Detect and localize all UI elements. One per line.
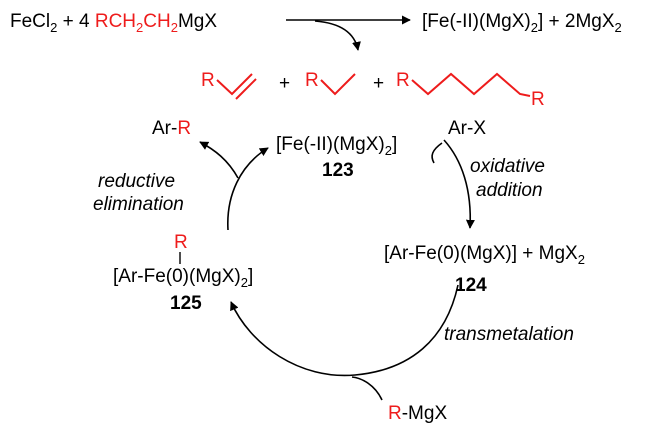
arc-transmetalation	[230, 284, 459, 377]
reductive-text: reductive	[98, 171, 175, 192]
rmgx-entry-line	[351, 376, 383, 401]
arc-oxidative-addition	[443, 139, 475, 229]
byproduct-branch-arrow	[314, 20, 361, 51]
arc-reductive-elimination	[227, 147, 269, 231]
complex-124-label: [Ar-Fe(0)(MgX)] + MgX2	[384, 243, 585, 267]
complex-125-number: 125	[170, 293, 202, 314]
complex-125-r: R	[174, 232, 188, 253]
rmgx-label: R-MgX	[388, 403, 447, 424]
complex-124-number: 124	[455, 275, 487, 296]
byproduct-alkene-r: R	[201, 70, 215, 91]
alkene-double-bond	[235, 78, 257, 100]
transmetalation-text: transmetalation	[444, 324, 574, 345]
alkane-chain	[320, 73, 356, 96]
aryl-halide-label: Ar-X	[448, 118, 486, 139]
complex-125-label: [Ar-Fe(0)(MgX)2]	[113, 266, 253, 290]
byproduct-alkane-r: R	[305, 70, 319, 91]
reaction-reactants: FeCl2 + 4 RCH2CH2MgX	[10, 11, 217, 35]
dimer-chain	[411, 72, 531, 97]
oxidative-text: oxidative	[470, 156, 545, 177]
ar-r-product: Ar-R	[152, 118, 191, 139]
byproduct-plus-2: +	[373, 73, 384, 94]
complex-123-label: [Fe(-II)(MgX)2]	[276, 134, 397, 158]
byproduct-plus-1: +	[279, 73, 290, 94]
complex-123-number: 123	[322, 160, 354, 181]
reaction-products: [Fe(-II)(MgX)2] + 2MgX2	[422, 11, 622, 35]
arx-entry-line	[431, 142, 443, 164]
byproduct-dimer-r-left: R	[396, 70, 410, 91]
elimination-text: elimination	[93, 194, 184, 215]
alkene-chain	[216, 73, 253, 96]
byproduct-dimer-r-right: R	[531, 89, 545, 110]
ar-r-release-arrow	[199, 141, 239, 179]
addition-text: addition	[476, 180, 543, 201]
